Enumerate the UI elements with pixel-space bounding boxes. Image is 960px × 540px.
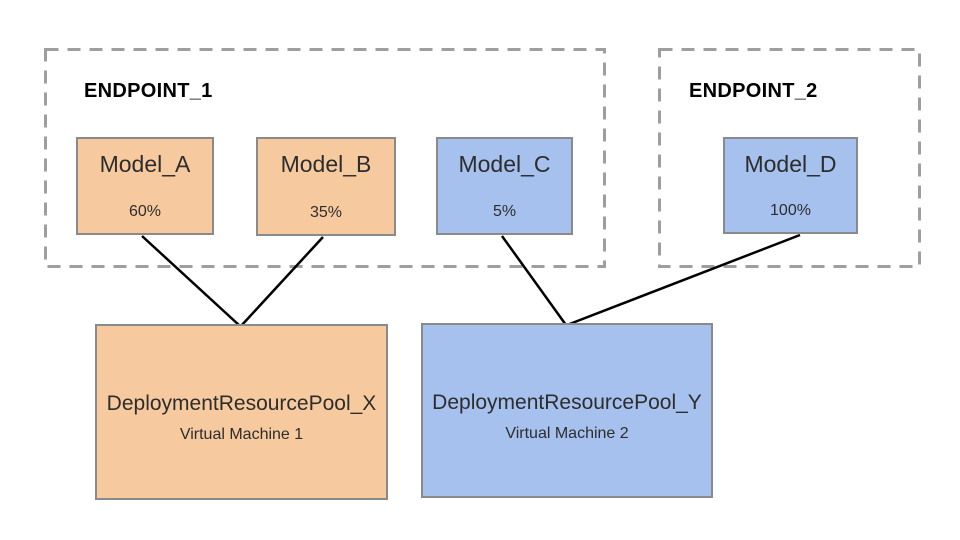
model-a-box: Model_A 60%: [76, 137, 214, 235]
model-a-traffic-split: 60%: [128, 203, 162, 220]
pool-y-box: DeploymentResourcePool_Y Virtual Machine…: [421, 323, 713, 498]
endpoint-1-label: ENDPOINT_1: [84, 80, 213, 102]
model-d-name: Model_D: [744, 151, 837, 177]
pool-y-vm-label: Virtual Machine 2: [505, 424, 629, 442]
model-d-box: Model_D 100%: [723, 137, 858, 234]
model-d-traffic-split: 100%: [770, 202, 811, 219]
model-b-traffic-split: 35%: [309, 204, 343, 221]
connector-model-c-pool-y: [500, 235, 568, 326]
model-c-name: Model_C: [458, 151, 551, 177]
connector-model-a-pool-x: [141, 235, 241, 327]
pool-x-name: DeploymentResourcePool_X: [106, 392, 377, 415]
pool-y-name: DeploymentResourcePool_Y: [432, 390, 702, 414]
model-c-box: Model_C 5%: [436, 137, 573, 235]
pool-x-box: DeploymentResourcePool_X Virtual Machine…: [95, 324, 388, 500]
model-c-traffic-split: 5%: [492, 203, 517, 220]
model-b-name: Model_B: [280, 151, 372, 177]
model-a-name: Model_A: [99, 151, 191, 177]
connector-model-b-pool-x: [240, 236, 324, 327]
pool-x-vm-label: Virtual Machine 1: [179, 426, 304, 443]
connector-model-d-pool-y: [566, 233, 801, 327]
endpoint-2-label: ENDPOINT_2: [689, 80, 818, 102]
model-b-box: Model_B 35%: [256, 137, 396, 236]
